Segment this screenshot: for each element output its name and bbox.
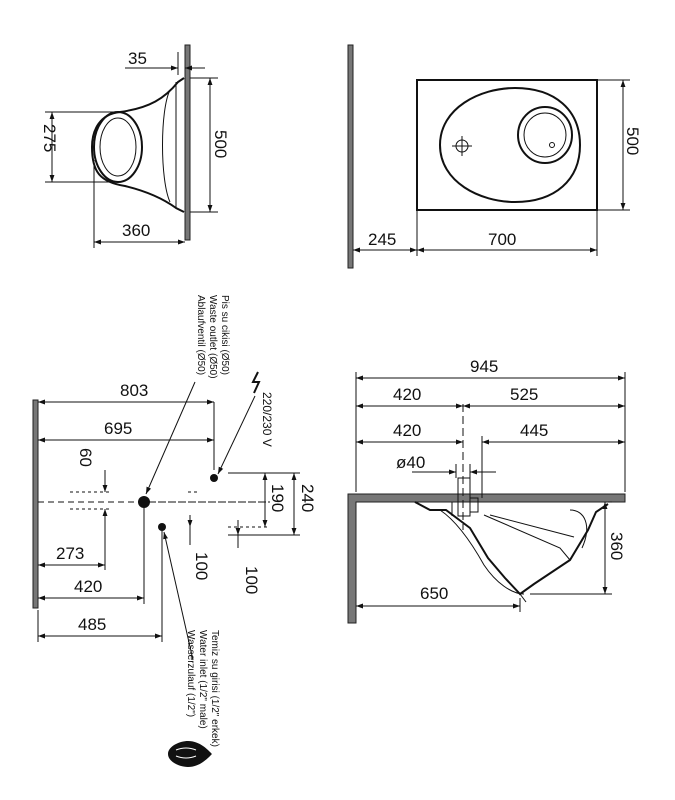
center-mark-icon — [452, 136, 472, 156]
section-dim-650: 650 — [420, 584, 448, 603]
install-dim-273: 273 — [56, 544, 84, 563]
side-bowl-outline — [90, 77, 185, 213]
install-dim-100b: 100 — [242, 566, 261, 594]
svg-text:Water inlet (1/2" male): Water inlet (1/2" male) — [197, 630, 208, 729]
section-dim-420b: 420 — [393, 421, 421, 440]
install-dim-420: 420 — [74, 577, 102, 596]
water-inlet-point — [158, 523, 166, 531]
svg-text:Pis su cikisi (Ø50): Pis su cikisi (Ø50) — [219, 295, 230, 375]
svg-text:Ablaufventil (Ø50): Ablaufventil (Ø50) — [195, 295, 206, 375]
water-drop-icon — [168, 741, 212, 767]
top-plate-outline — [416, 79, 598, 211]
svg-text:Waste outlet (Ø50): Waste outlet (Ø50) — [207, 295, 218, 379]
section-dim-420a: 420 — [393, 385, 421, 404]
side-dim-500: 500 — [211, 130, 230, 158]
side-view: 35 275 500 360 — [40, 44, 230, 248]
install-dim-190: 190 — [268, 484, 287, 512]
waste-outlet-label: Pis su cikisi (Ø50) Waste outlet (Ø50) A… — [195, 295, 230, 379]
top-dim-500: 500 — [623, 127, 642, 155]
top-drain-rim — [517, 106, 573, 164]
voltage-label: 220/230 V — [260, 392, 274, 447]
side-dim-360: 360 — [122, 221, 150, 240]
top-view: 500 245 700 — [347, 44, 642, 269]
side-dim-35: 35 — [128, 49, 147, 68]
water-inlet-label: Temiz su girisi (1/2" erkek) Water inlet… — [185, 630, 220, 747]
power-point — [210, 474, 218, 482]
lightning-icon — [251, 371, 261, 394]
svg-text:Wasserzulauf (1/2"): Wasserzulauf (1/2") — [185, 630, 196, 717]
install-dim-240: 240 — [298, 484, 317, 512]
top-dim-700: 700 — [488, 230, 516, 249]
install-dim-803: 803 — [120, 381, 148, 400]
section-dim-dia40: ø40 — [396, 453, 425, 472]
top-dim-245: 245 — [368, 230, 396, 249]
top-bowl-outline — [438, 86, 582, 204]
install-dim-60: 60 — [76, 448, 95, 467]
section-dim-360: 360 — [607, 532, 626, 560]
side-wall — [184, 44, 191, 241]
side-dim-275: 275 — [40, 124, 59, 152]
svg-text:Temiz su girisi (1/2" erkek): Temiz su girisi (1/2" erkek) — [209, 630, 220, 747]
install-dim-485: 485 — [78, 615, 106, 634]
side-bowl-rim — [93, 111, 143, 183]
top-wall — [347, 44, 354, 269]
section-bowl-outline — [414, 501, 609, 596]
section-dim-445: 445 — [520, 421, 548, 440]
section-counter — [347, 493, 626, 624]
install-dim-100a: 100 — [192, 552, 211, 580]
section-dim-945: 945 — [470, 357, 498, 376]
section-view: 945 420 525 420 445 ø40 360 650 — [347, 357, 626, 624]
install-wall — [32, 399, 39, 609]
install-dim-695: 695 — [104, 419, 132, 438]
installation-view: Pis su cikisi (Ø50) Waste outlet (Ø50) A… — [32, 295, 317, 767]
section-dim-525: 525 — [510, 385, 538, 404]
